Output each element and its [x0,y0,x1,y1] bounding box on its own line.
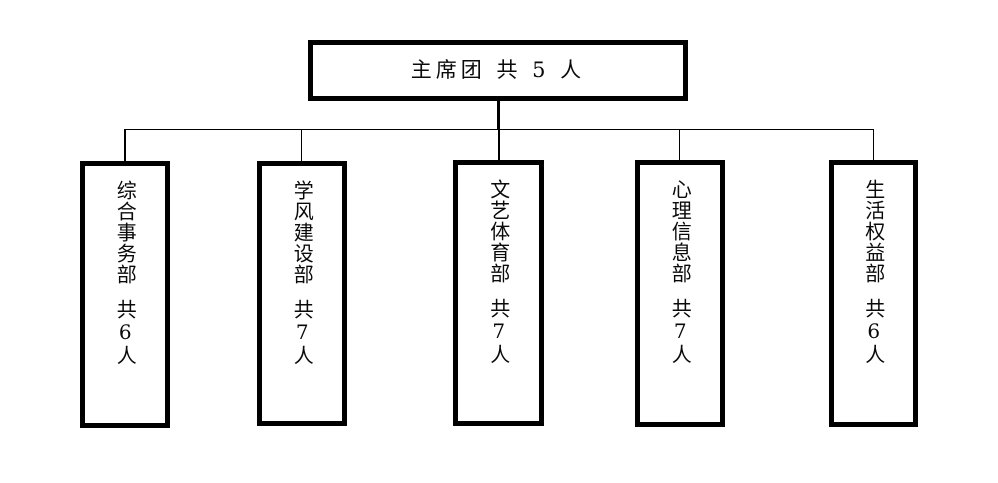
org-node-child-5[interactable]: 生活权益部 共6人 [829,160,918,427]
org-node-child-1-label: 综合事务部 [113,180,138,285]
org-node-child-4-count: 共7人 [668,298,693,365]
org-node-child-5-count: 共6人 [861,298,886,365]
connector-drop-2 [301,129,302,161]
connector-drop-4 [679,129,680,160]
connector-drop-5 [873,129,874,160]
org-node-child-2[interactable]: 学风建设部 共7人 [257,161,347,426]
connector-drop-1 [124,129,126,161]
org-node-child-4[interactable]: 心理信息部 共7人 [635,160,725,427]
org-node-child-1[interactable]: 综合事务部 共6人 [80,161,170,428]
org-node-child-3-label: 文艺体育部 [486,179,511,284]
org-node-child-5-label: 生活权益部 [861,179,886,284]
org-node-root[interactable]: 主席团 共 5 人 [308,40,688,101]
connector-root-stem [497,101,500,130]
connector-drop-3 [498,129,500,160]
org-node-root-label: 主席团 共 5 人 [410,58,586,82]
org-node-child-2-label: 学风建设部 [290,180,315,285]
org-node-child-3[interactable]: 文艺体育部 共7人 [453,160,544,426]
org-node-child-1-count: 共6人 [113,299,138,366]
org-node-child-3-count: 共7人 [486,298,511,365]
org-node-child-2-count: 共7人 [290,299,315,366]
org-node-child-4-label: 心理信息部 [668,179,693,284]
